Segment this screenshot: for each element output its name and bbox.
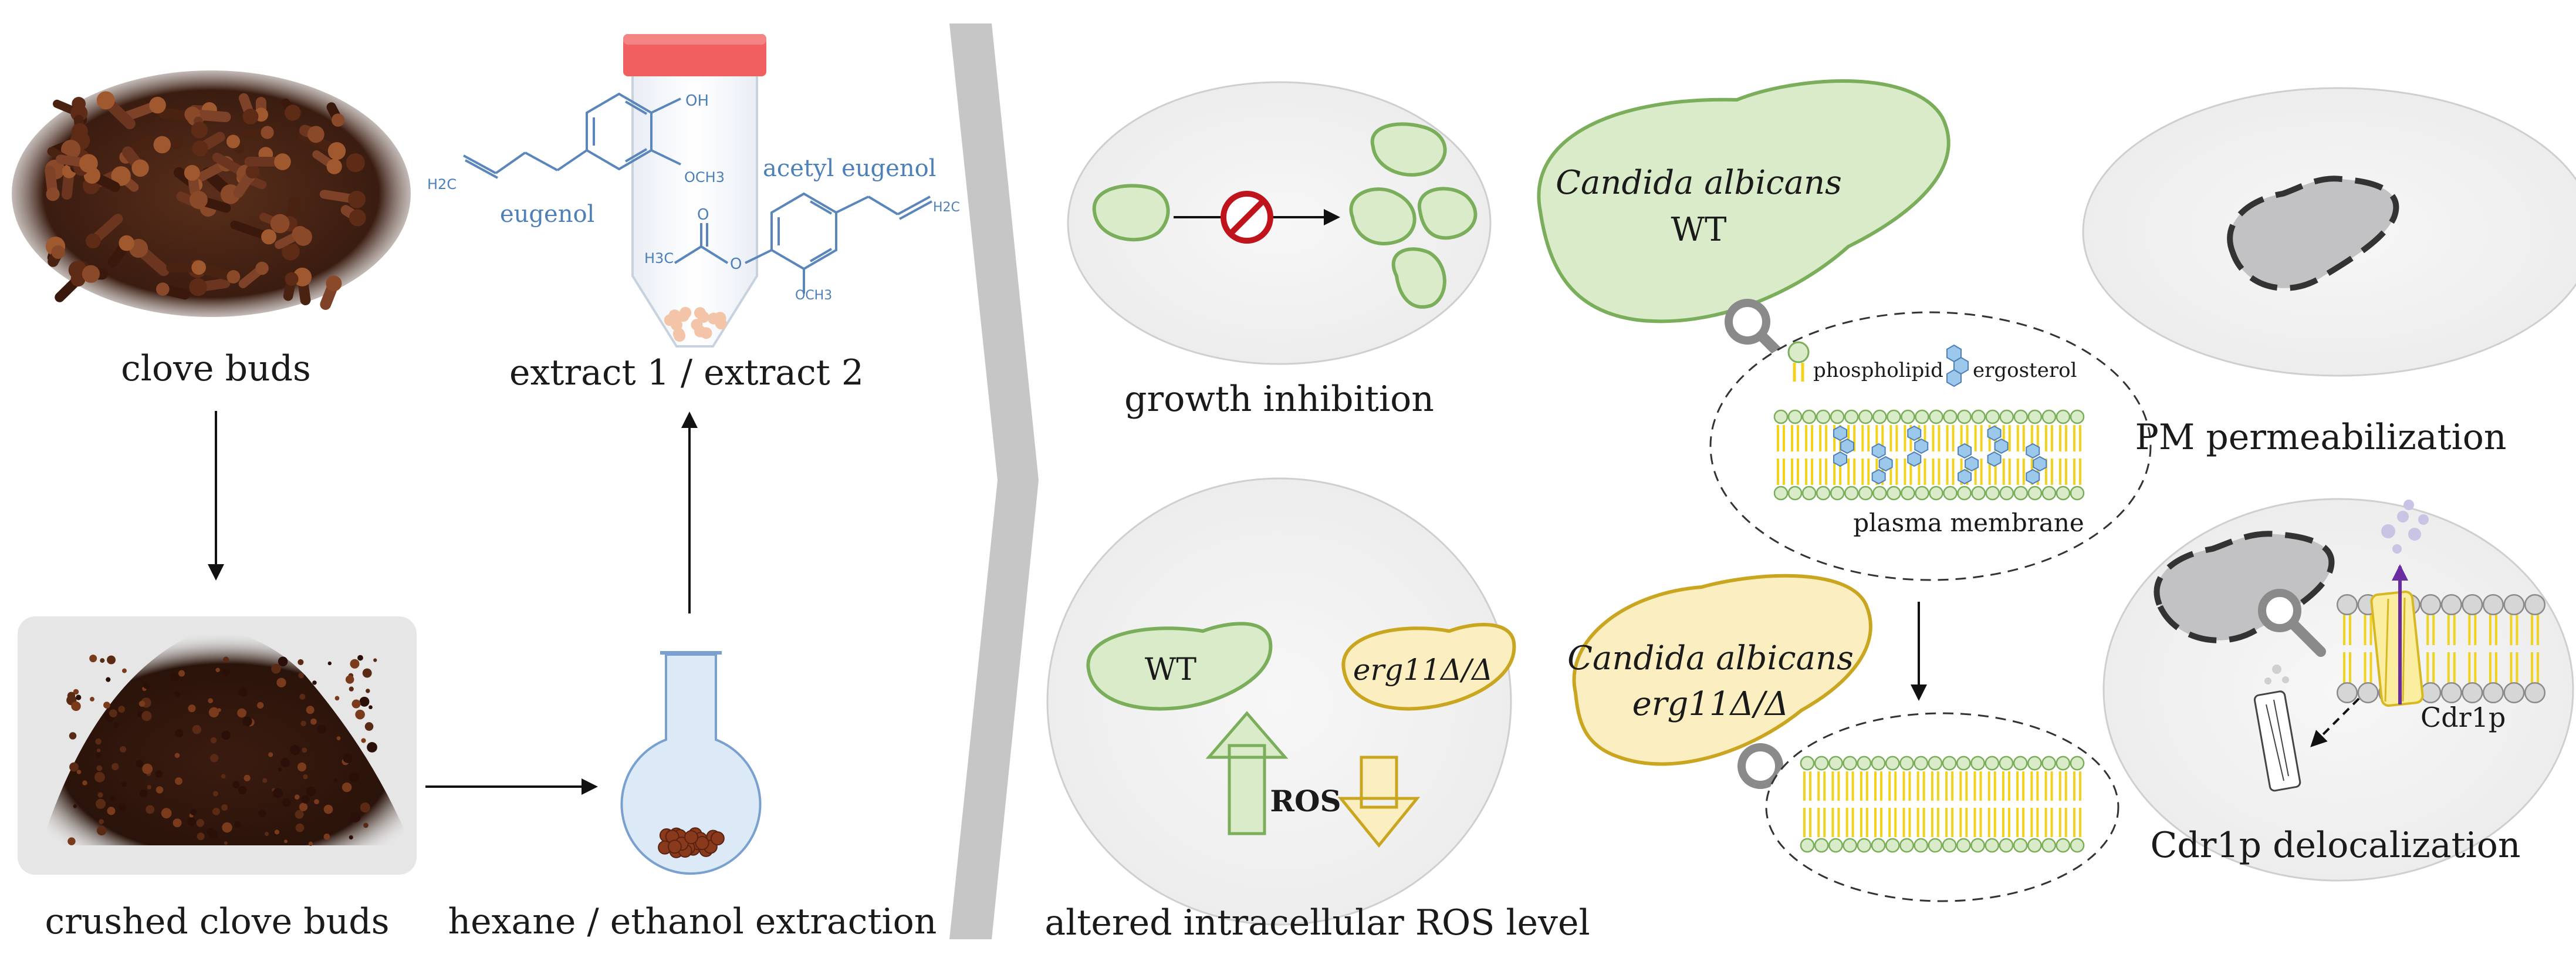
phospholipid-label: phospholipid [1813,359,1943,382]
strain-wt-label: WT [1671,211,1727,249]
clove-buds-photo [12,70,411,317]
plasma-membrane-label: plasma membrane [1853,508,2084,537]
pm-permeabilization-panel [2082,87,2576,377]
eugenol-label: eugenol [500,201,594,228]
inhibit-icon [1221,191,1273,244]
extraction-label: hexane / ethanol extraction [448,901,937,942]
pm-permeabilization-label: PM permeabilization [2135,417,2506,458]
ergosterol-legend-icon [1946,344,1969,387]
magnifier-icon [2258,589,2326,657]
och3-label-a: OCH3 [684,169,725,186]
h3c-label: H3C [644,250,674,267]
ros-panel [1046,477,1516,926]
eugenol-structure [463,92,681,179]
crushed-clove-buds-label: crushed clove buds [45,901,390,942]
budding-cells [1349,122,1478,309]
clove-buds-label: clove buds [121,348,311,389]
wt-membrane-zoom [1709,311,2152,581]
o-carbonyl-label: O [697,206,709,224]
tube-icon [623,34,766,348]
cdr1p-transporter [2370,591,2424,707]
h2c-label-a: H2C [427,176,457,193]
species-wt-label: Candida albicans [1556,164,1842,202]
delocalization-arrow [2310,697,2360,747]
ros-label: ROS [1270,784,1341,818]
efflux-molecules [2381,500,2429,554]
phospholipid-legend-icon [1787,341,1810,382]
cdr1p-panel [2102,498,2574,882]
ros-level-label: altered intracellular ROS level [1044,902,1590,943]
species-erg-label: Candida albicans [1567,639,1854,677]
extract-label: extract 1 / extract 2 [509,352,864,393]
oh-label: OH [685,92,709,110]
och3-label-b: OCH3 [795,288,832,303]
divider-chevron [949,23,1039,939]
acetyl-eugenol-structure [674,192,932,294]
flask-icon [620,651,762,875]
candida-wt-cell [1537,79,1950,323]
h2c-label-b: H2C [933,200,960,215]
crushed-clove-photo [18,616,417,875]
candida-erg-cell [1572,574,1872,766]
strain-erg-label: erg11Δ/Δ [1632,685,1789,723]
ros-down-arrow [1337,756,1421,848]
ros-up-arrow [1205,711,1289,835]
growth-inhibition-panel [1067,81,1492,365]
o-label: O [730,255,742,273]
delocalized-cdr1p [2253,690,2301,792]
acetyl-eugenol-label: acetyl eugenol [763,155,936,182]
ergosterol-label: ergosterol [1973,359,2077,382]
cdr1p-label: Cdr1p [2421,702,2506,733]
cdr1p-delocalization-label: Cdr1p delocalization [2150,825,2520,866]
erg-membrane-zoom [1765,712,2119,902]
wt-small-label: WT [1145,652,1196,687]
erg-small-label: erg11Δ/Δ [1353,653,1493,687]
growth-inhibition-label: growth inhibition [1124,379,1434,420]
